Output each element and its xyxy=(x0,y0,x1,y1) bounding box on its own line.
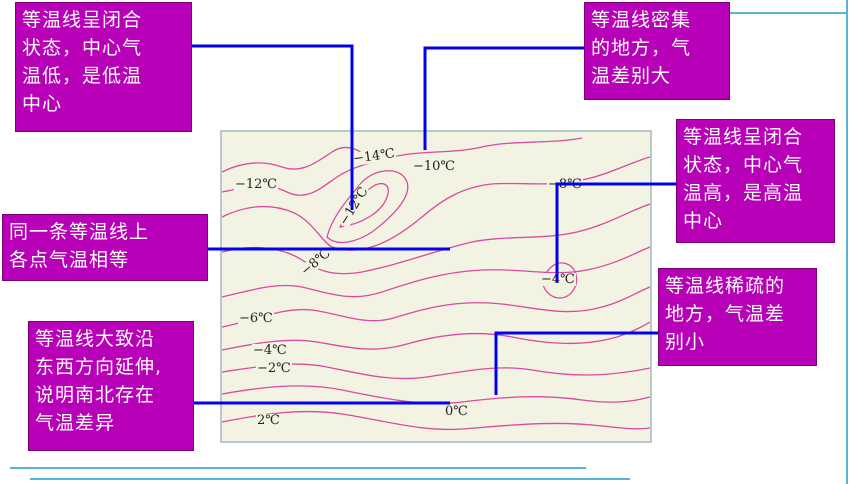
callout-line: 气温差异 xyxy=(35,412,116,434)
callout-line: 等温线密集 xyxy=(591,9,692,31)
isotherm-label: −12℃ xyxy=(234,177,278,192)
isotherm-line xyxy=(222,385,650,405)
frame-line-bottom-1 xyxy=(10,467,586,469)
isotherm-label: −4℃ xyxy=(252,343,288,358)
isotherm-label: −4℃ xyxy=(540,272,576,287)
isotherm-label: −10℃ xyxy=(412,159,456,174)
callout-dense-isotherms: 等温线密集 的地方，气 温差别大 xyxy=(584,2,730,100)
isotherm-line xyxy=(222,146,373,173)
callout-line: 说明南北存在 xyxy=(35,384,156,406)
callout-line: 地方，气温差 xyxy=(665,303,786,325)
callout-line: 等温线稀疏的 xyxy=(665,275,786,297)
isotherm-line xyxy=(222,203,650,275)
isotherm-lines xyxy=(222,137,650,431)
callout-line: 的地方，气 xyxy=(591,37,692,59)
isotherm-line xyxy=(222,246,650,298)
frame-line-top-right xyxy=(642,12,848,14)
callout-line: 同一条等温线上 xyxy=(9,221,150,243)
callout-sparse-isotherms: 等温线稀疏的 地方，气温差 别小 xyxy=(658,268,817,366)
callout-line: 状态，中心气 xyxy=(683,154,804,176)
callout-line: 状态，中心气 xyxy=(22,37,143,59)
frame-line-bottom-2 xyxy=(30,478,630,480)
callout-same-isotherm-equal-temp: 同一条等温线上 各点气温相等 xyxy=(2,214,208,281)
isotherm-label: −8℃ xyxy=(547,177,583,192)
isotherm-map: −12℃ −14℃ −10℃ −12℃ −8℃ −8℃ −4℃ −6℃ −4℃ … xyxy=(220,130,652,443)
callout-closed-high-temp-center: 等温线呈闭合 状态，中心气 温高，是高温 中心 xyxy=(676,119,835,243)
isotherm-label: 0℃ xyxy=(444,404,469,419)
callout-closed-low-temp-center: 等温线呈闭合 状态，中心气 温低，是低温 中心 xyxy=(15,2,192,132)
callout-line: 东西方向延伸, xyxy=(35,356,163,378)
callout-line: 别小 xyxy=(665,331,706,353)
callout-east-west-extension: 等温线大致沿 东西方向延伸, 说明南北存在 气温差异 xyxy=(28,321,194,451)
callout-line: 等温线呈闭合 xyxy=(683,126,804,148)
isotherm-line xyxy=(326,170,409,244)
callout-line: 温高，是高温 xyxy=(683,182,804,204)
isotherm-line xyxy=(222,286,650,328)
isotherm-label: 2℃ xyxy=(256,413,281,428)
frame-line-right-vertical xyxy=(846,0,848,484)
isotherm-label: −6℃ xyxy=(238,311,274,326)
callout-line: 各点气温相等 xyxy=(9,249,130,271)
callout-line: 中心 xyxy=(683,210,724,232)
callout-line: 温差别大 xyxy=(591,65,672,87)
isotherm-label: −2℃ xyxy=(256,361,292,376)
callout-line: 等温线大致沿 xyxy=(35,328,156,350)
callout-line: 中心 xyxy=(22,93,63,115)
callout-line: 等温线呈闭合 xyxy=(22,9,143,31)
isotherm-line xyxy=(222,410,650,431)
callout-line: 温低，是低温 xyxy=(22,65,143,87)
